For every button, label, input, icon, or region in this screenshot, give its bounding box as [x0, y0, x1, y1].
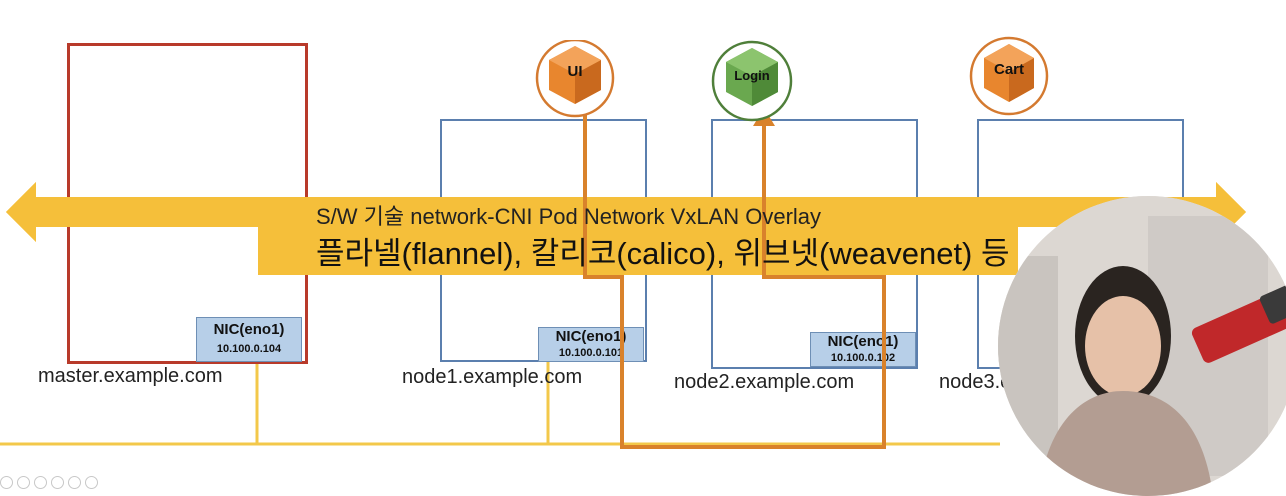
pod-ui	[535, 40, 615, 118]
pod-login-label: Login	[734, 68, 770, 83]
node1-nic: NIC(eno1) 10.100.0.101	[538, 327, 644, 362]
presenter-webcam	[998, 196, 1286, 496]
node2-nic-ip: 10.100.0.102	[830, 352, 896, 364]
slide-toolbar[interactable]	[0, 476, 98, 492]
pen-icon[interactable]	[34, 476, 47, 489]
node1-nic-name: NIC(eno1)	[555, 328, 627, 345]
presenter-illustration	[998, 196, 1286, 496]
pod-login	[711, 40, 793, 122]
node1-label: node1.example.com	[402, 366, 583, 388]
node1-nic-ip: 10.100.0.101	[558, 347, 624, 359]
banner-line-2: 플라넬(flannel), 칼리코(calico), 위브넷(weavenet)…	[316, 236, 1010, 271]
next-slide-icon[interactable]	[17, 476, 30, 489]
pod-cart-label: Cart	[993, 61, 1024, 78]
master-nic-name: NIC(eno1)	[213, 321, 285, 338]
pod-traffic-path	[583, 100, 886, 449]
banner-line-1: S/W 기술 network-CNI Pod Network VxLAN Ove…	[316, 204, 822, 229]
more-icon[interactable]	[85, 476, 98, 489]
master-node-label: master.example.com	[38, 365, 223, 387]
master-nic: NIC(eno1) 10.100.0.104	[196, 317, 302, 362]
pod-ui-label: UI	[567, 63, 583, 80]
zoom-icon[interactable]	[68, 476, 81, 489]
node2-label: node2.example.com	[674, 371, 855, 393]
node2-nic-name: NIC(eno1)	[827, 333, 899, 350]
slides-icon[interactable]	[51, 476, 64, 489]
master-nic-ip: 10.100.0.104	[216, 343, 282, 355]
pod-cart	[969, 36, 1049, 116]
prev-slide-icon[interactable]	[0, 476, 13, 489]
node2-nic: NIC(eno1) 10.100.0.102	[810, 332, 916, 367]
